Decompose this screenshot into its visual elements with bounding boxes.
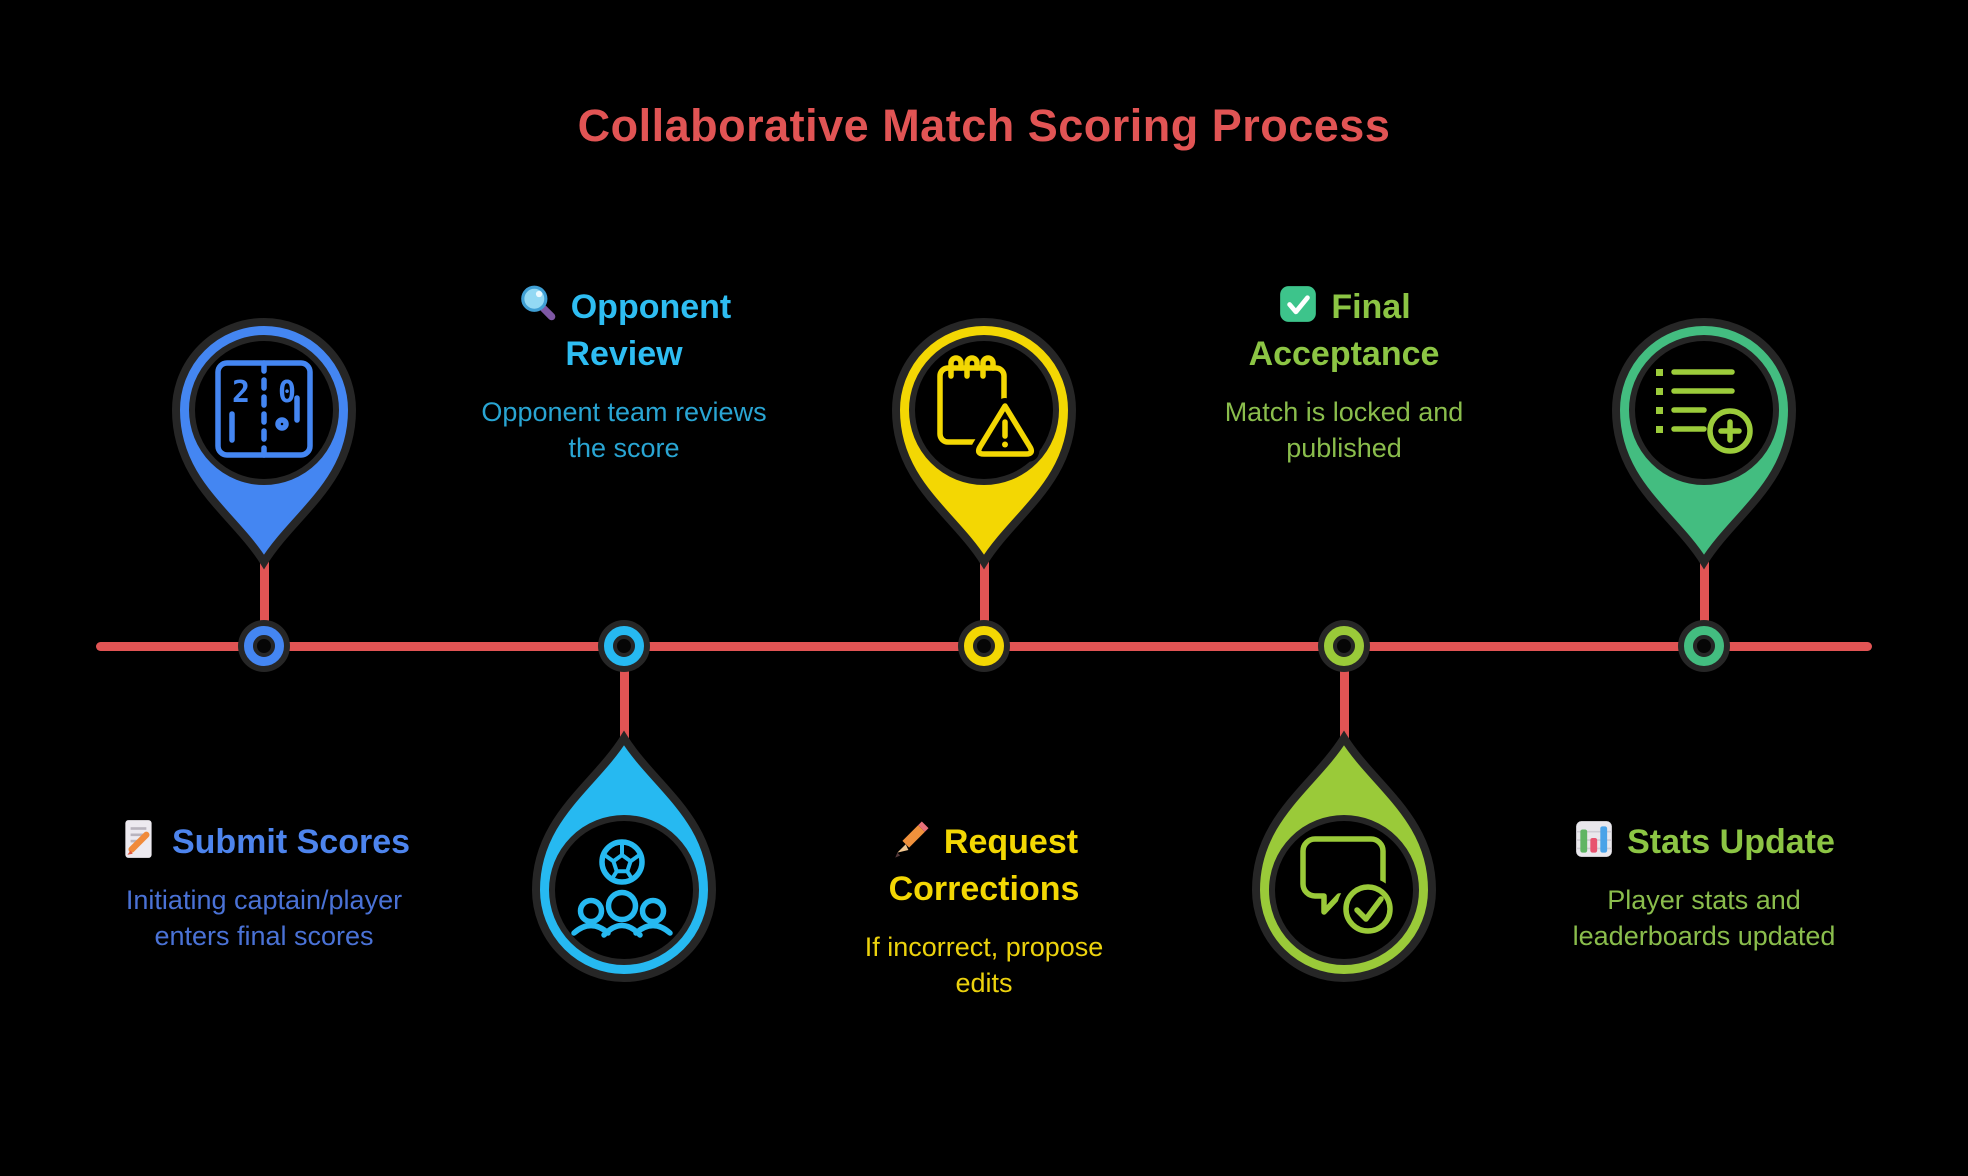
check-mark-emoji-icon [1277,283,1319,325]
map-pin-stats-update [1611,318,1797,570]
step-subtitle: Player stats and leaderboards updated [1572,885,1836,951]
step-heading-line1: Stats Update [1627,823,1835,861]
step-heading: Submit Scores [74,818,454,866]
bar-chart-emoji-icon [1573,818,1615,860]
timeline-node-opponent-review [604,626,644,666]
step-text-stats-update: Stats Update Player stats and leaderboar… [1514,818,1894,954]
step-heading-line2: Acceptance [1248,335,1440,373]
step-subtitle: Match is locked and published [1224,397,1464,463]
timeline-node-final-acceptance [1324,626,1364,666]
connector-stem [259,550,269,630]
timeline-node-request-corrections [964,626,1004,666]
timeline-node-stats-update [1684,626,1724,666]
step-heading: Stats Update [1514,818,1894,866]
map-pin-final-acceptance [1251,730,1437,982]
notepad-warning-icon [937,355,1040,462]
connector-stem [1339,660,1349,740]
map-pin-opponent-review [531,730,717,982]
timeline-node-submit-scores [244,626,284,666]
map-pin-request-corrections [891,318,1077,570]
step-text-opponent-review: Opponent Review Opponent team reviews th… [434,283,814,466]
step-subtitle: Initiating captain/player enters final s… [125,885,403,951]
list-add-icon [1656,369,1753,454]
connector-stem [619,660,629,740]
home-score: 2 [232,375,250,410]
step-subtitle: Opponent team reviews the score [481,397,767,463]
page-title: Collaborative Match Scoring Process [577,100,1391,151]
step-heading: Opponent Review [434,283,814,378]
step-text-submit-scores: Submit Scores Initiating captain/player … [74,818,454,954]
step-heading: Final Acceptance [1154,283,1534,378]
step-heading-line1: Opponent [570,288,732,326]
pencil-emoji-icon [890,818,932,860]
connector-stem [979,550,989,630]
step-heading-line2: Corrections [888,870,1080,908]
scoreboard-icon: 2 0 [215,360,313,458]
magnifying-glass-emoji-icon [517,283,559,325]
soccer-team-icon [571,839,673,938]
memo-emoji-icon [118,818,160,860]
away-score: 0 [278,375,296,410]
step-heading-line1: Request [943,823,1079,861]
chat-check-icon [1300,836,1399,940]
step-subtitle: If incorrect, propose edits [864,932,1104,998]
step-text-final-acceptance: Final Acceptance Match is locked and pub… [1154,283,1534,466]
step-text-request-corrections: Request Corrections If incorrect, propos… [794,818,1174,1001]
map-pin-submit-scores: 2 0 [171,318,357,570]
connector-stem [1699,550,1709,630]
step-heading-line2: Review [565,335,683,373]
step-heading-line1: Submit Scores [171,823,411,861]
step-heading: Request Corrections [794,818,1174,913]
step-heading-line1: Final [1331,288,1411,326]
